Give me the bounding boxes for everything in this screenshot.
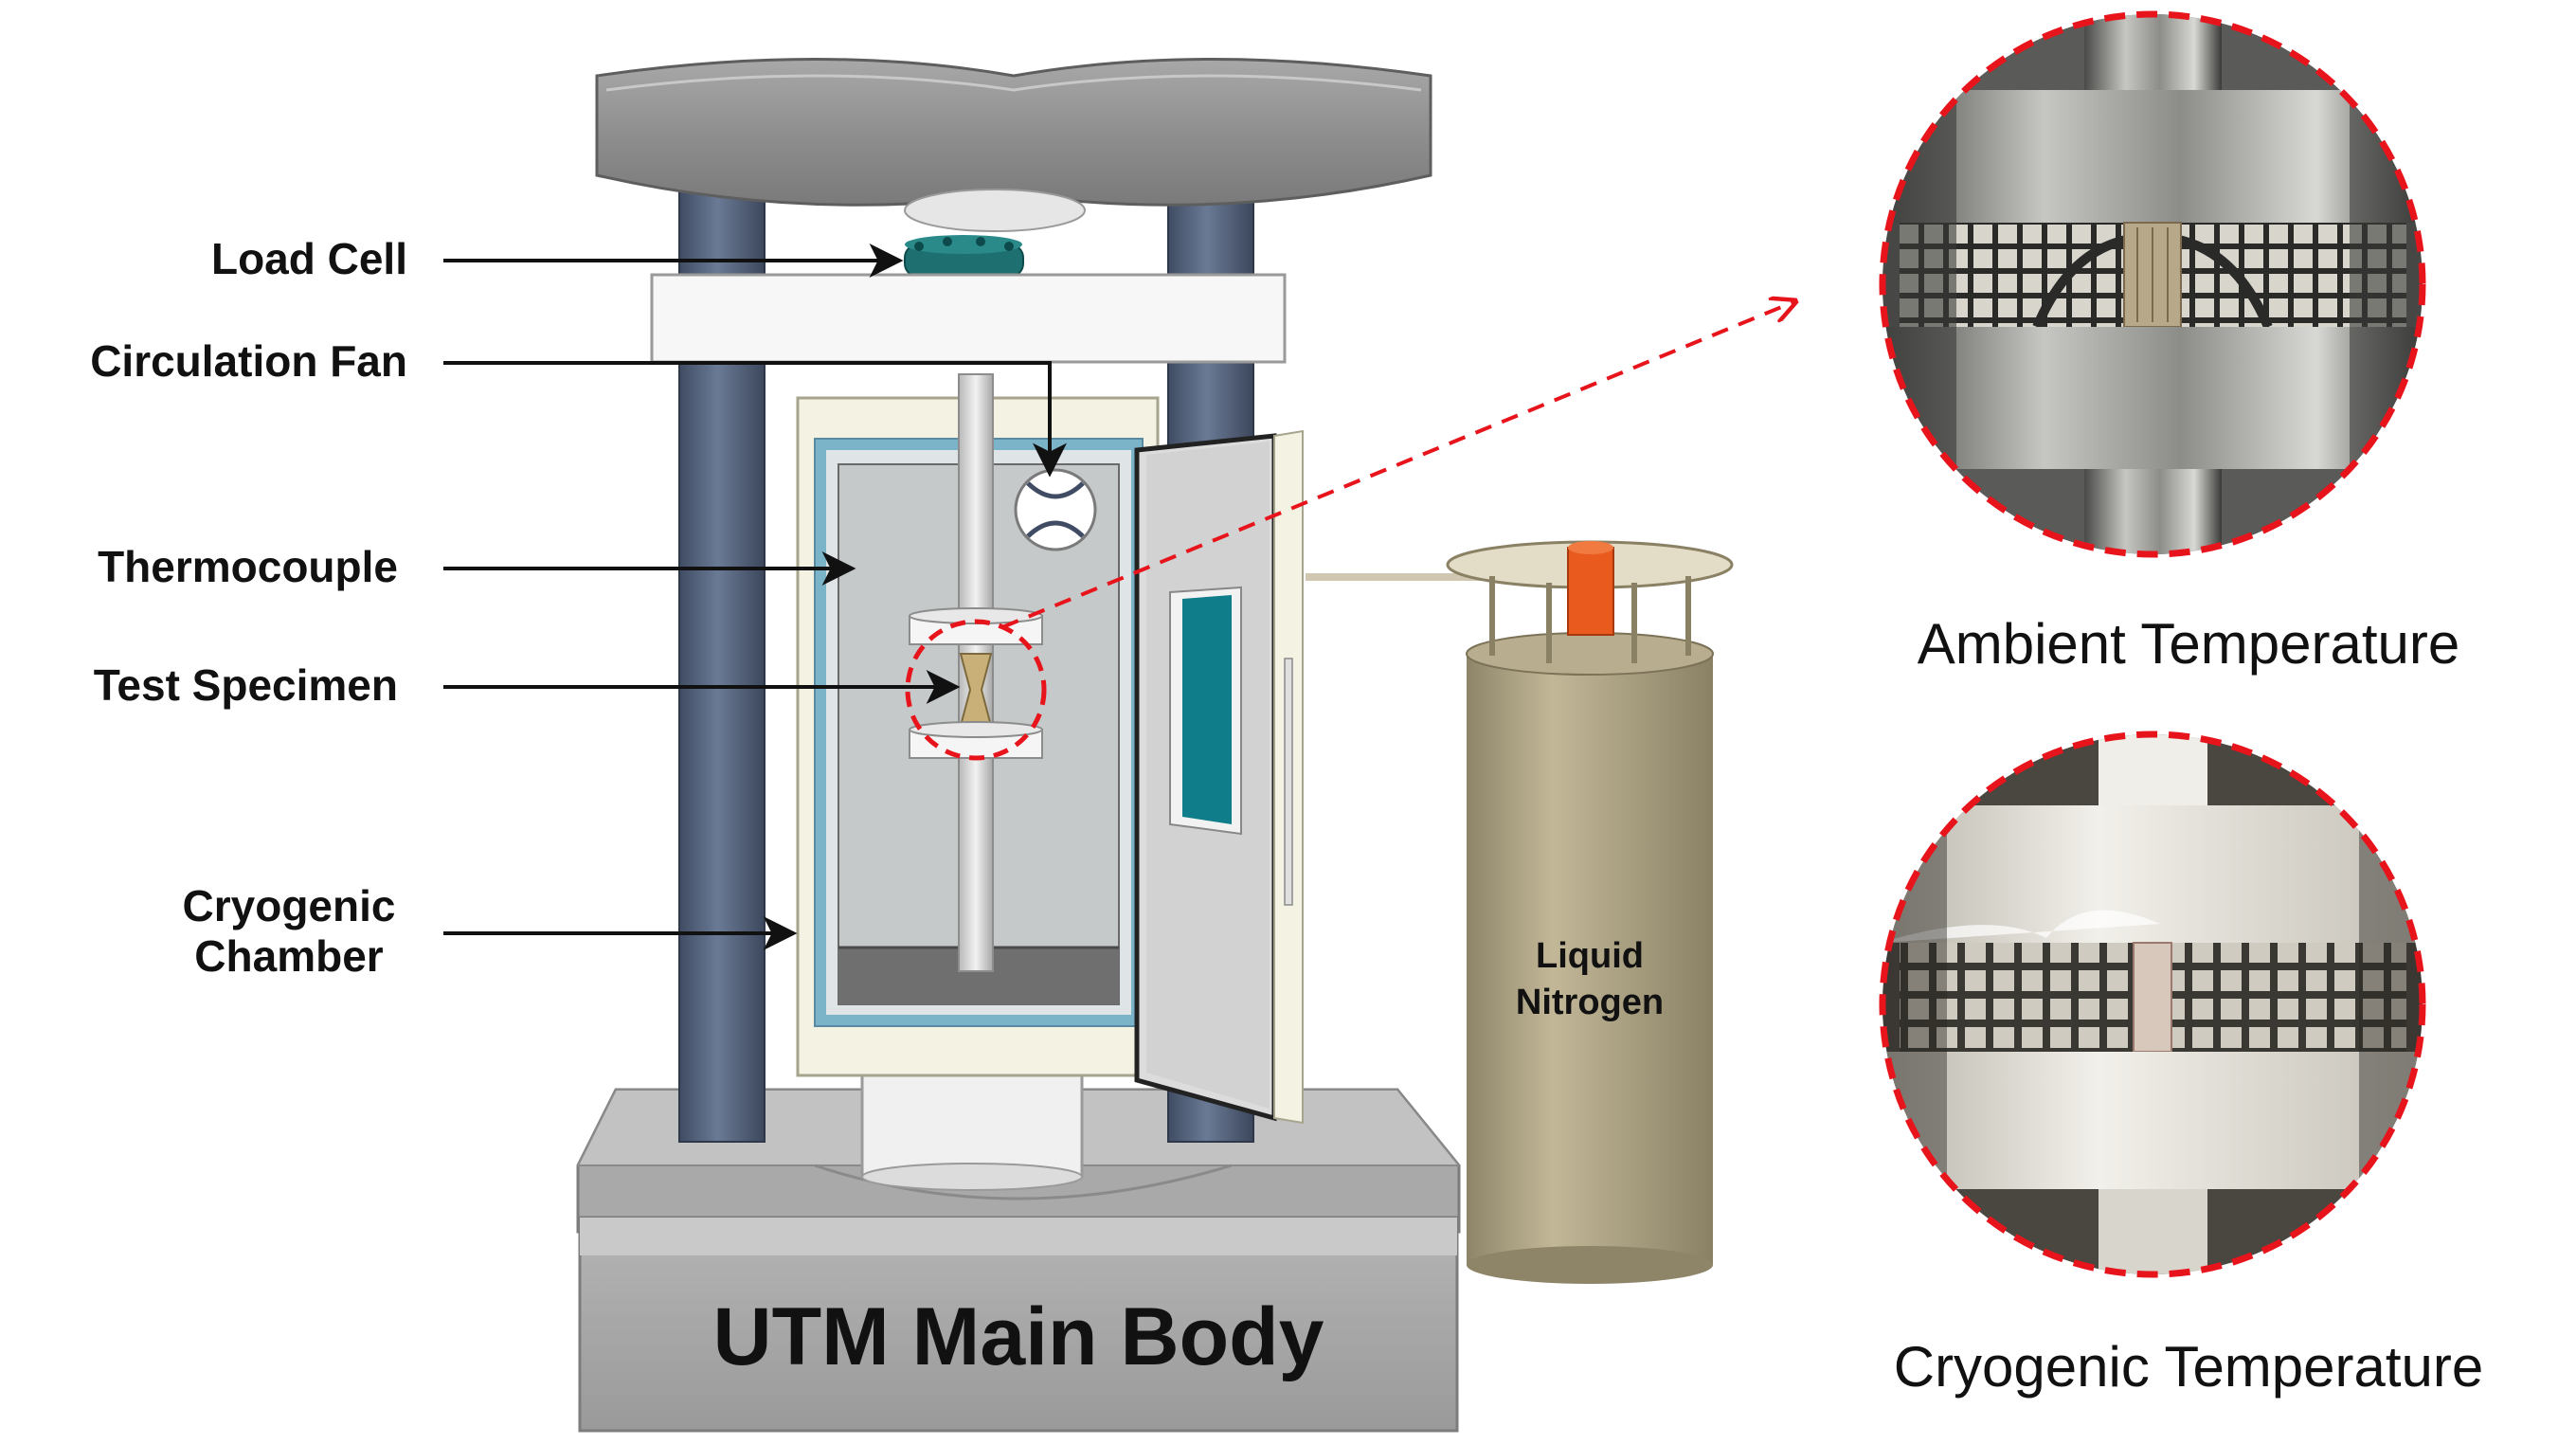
load-cell-label: Load Cell (210, 234, 407, 283)
ambient-temperature-caption: Ambient Temperature (1917, 612, 2460, 676)
circulation-fan-label: Circulation Fan (90, 336, 407, 386)
specimen-highlight-circle (905, 619, 1047, 761)
ambient-zoom-photo (1879, 10, 2426, 558)
liquid-nitrogen-tank (1446, 540, 1734, 1284)
leader-arrows (443, 244, 1067, 950)
top-crosshead (595, 58, 1432, 232)
dashed-arrow-icon (1001, 301, 1795, 629)
chamber-door (1134, 429, 1304, 1125)
cryogenic-zoom-photo (1879, 731, 2426, 1278)
cryogenic-chamber-label-line1: Cryogenic (182, 881, 396, 930)
thermocouple-label: Thermocouple (98, 542, 398, 591)
cryogenic-chamber-label-line2: Chamber (194, 930, 384, 981)
liquid-nitrogen-label-line2: Nitrogen (1515, 983, 1665, 1023)
moving-crosshead (650, 273, 1287, 364)
circulation-fan-icon (1014, 468, 1097, 551)
liquid-nitrogen-label-line1: Liquid (1536, 936, 1644, 976)
liquid-nitrogen-label: Liquid Nitrogen (1481, 933, 1699, 1027)
cryogenic-temperature-caption: Cryogenic Temperature (1893, 1335, 2484, 1399)
cryogenic-chamber (796, 373, 1160, 1077)
load-cell (904, 235, 1024, 278)
circulation-fan-arrow (443, 361, 1067, 478)
tank-valve (1567, 541, 1614, 636)
cryogenic-chamber-label: Cryogenic Chamber (133, 881, 445, 982)
test-specimen-label: Test Specimen (93, 660, 398, 710)
utm-main-body-label: UTM Main Body (712, 1291, 1324, 1382)
